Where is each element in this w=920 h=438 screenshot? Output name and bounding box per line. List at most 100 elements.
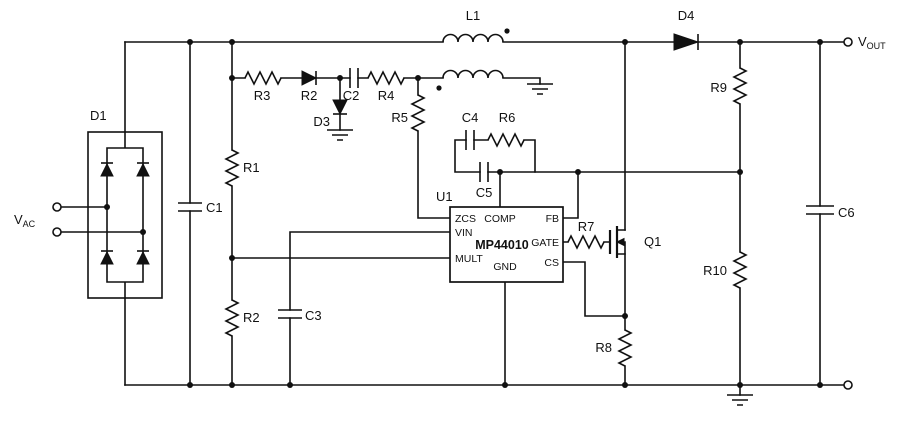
l1-primary-winding xyxy=(442,33,504,43)
junction-dot xyxy=(229,39,235,45)
pin-cs: CS xyxy=(544,257,559,269)
pin-zcs: ZCS xyxy=(455,213,476,225)
mosfet-q1: Q1 xyxy=(608,226,661,258)
pin-gate: GATE xyxy=(531,237,559,249)
resistor-r6 xyxy=(487,132,525,148)
pin-fb: FB xyxy=(546,213,559,225)
capacitor-c5 xyxy=(479,162,489,182)
label-r9: R9 xyxy=(710,80,727,95)
junction-dot xyxy=(575,169,581,175)
bridge-rectifier-d1: D1 xyxy=(87,108,163,299)
junction-dot xyxy=(415,75,421,81)
junction-dot xyxy=(140,229,146,235)
ic-part-number: MP44010 xyxy=(475,238,529,252)
junction-dot xyxy=(229,75,235,81)
junction-dot xyxy=(187,382,193,388)
junction-dot xyxy=(229,255,235,261)
label-r5: R5 xyxy=(391,110,408,125)
vout-terminal xyxy=(843,37,853,47)
capacitor-c1: C1 xyxy=(178,200,223,215)
junction-dot xyxy=(622,39,628,45)
label-vac: VAC xyxy=(14,212,36,229)
label-c6: C6 xyxy=(838,205,855,220)
capacitor-c3: C3 xyxy=(278,308,322,323)
fb-wire xyxy=(534,171,741,219)
compensation-network: C4 R6 C5 xyxy=(454,110,536,200)
junction-dot xyxy=(622,382,628,388)
resistor-r3: R3 xyxy=(244,70,282,103)
l1-phase-dot-aux xyxy=(436,85,442,91)
label-r4: R4 xyxy=(378,88,395,103)
capacitor-c6: C6 xyxy=(806,205,855,220)
vac-lead-wires xyxy=(60,206,144,233)
pin-vin: VIN xyxy=(455,227,473,239)
junction-dot xyxy=(497,169,503,175)
transformer-l1: L1 xyxy=(436,8,553,95)
resistor-r10: R10 xyxy=(703,251,748,289)
junction-dot xyxy=(817,39,823,45)
label-r7: R7 xyxy=(578,219,595,234)
junction-dot xyxy=(229,382,235,388)
capacitor-c2: C2 xyxy=(343,68,360,103)
resistor-r8: R8 xyxy=(595,329,633,367)
pin-comp: COMP xyxy=(484,213,516,225)
ground-symbol-d3 xyxy=(327,129,353,141)
junction-dot xyxy=(737,382,743,388)
junction-dot xyxy=(104,204,110,210)
vin-wire xyxy=(289,231,451,386)
junction-dot xyxy=(187,39,193,45)
diode-top-chain: R2 xyxy=(301,70,318,103)
bridge-outline xyxy=(87,131,163,299)
junction-dot xyxy=(622,313,628,319)
ic-u1: U1 MP44010 ZCS COMP VIN MULT GND FB GATE… xyxy=(436,189,564,283)
junction-dot xyxy=(502,382,508,388)
junction-dot xyxy=(737,39,743,45)
cs-wire xyxy=(562,261,626,317)
l1-aux-winding xyxy=(442,69,504,79)
label-r3: R3 xyxy=(254,88,271,103)
vout-output: VOUT xyxy=(843,34,886,390)
ic-body xyxy=(449,206,564,283)
resistor-r4: R4 xyxy=(367,70,405,103)
label-c4: C4 xyxy=(462,110,479,125)
label-q1: Q1 xyxy=(644,234,661,249)
capacitor-c4 xyxy=(465,130,475,150)
label-d1: D1 xyxy=(90,108,107,123)
ground-symbol-aux xyxy=(527,83,553,95)
resistor-r5: R5 xyxy=(391,94,426,132)
vac-terminal-bottom xyxy=(52,227,62,237)
label-c5: C5 xyxy=(476,185,493,200)
label-d3: D3 xyxy=(313,114,330,129)
vac-terminal-top xyxy=(52,202,62,212)
junction-dot xyxy=(817,382,823,388)
label-c2: C2 xyxy=(343,88,360,103)
resistor-r2-bottom: R2 xyxy=(224,299,260,337)
diode-d3: D3 xyxy=(313,77,353,141)
junction-dot xyxy=(287,382,293,388)
label-l1: L1 xyxy=(466,8,480,23)
label-r10: R10 xyxy=(703,263,727,278)
bridge-rails xyxy=(106,131,144,299)
diode-d4: D4 xyxy=(673,8,700,51)
label-u1: U1 xyxy=(436,189,453,204)
label-r8: R8 xyxy=(595,340,612,355)
l1-phase-dot-primary xyxy=(504,28,510,34)
label-r2-top: R2 xyxy=(301,88,318,103)
bridge-diode xyxy=(100,162,150,265)
junction-dot xyxy=(737,169,743,175)
junction-dot xyxy=(337,75,343,81)
q1-body-arrow xyxy=(615,237,625,247)
ground-symbol-main xyxy=(727,394,753,406)
vac-input: VAC xyxy=(14,202,62,237)
label-c1: C1 xyxy=(206,200,223,215)
label-vout: VOUT xyxy=(858,34,886,51)
resistor-r1: R1 xyxy=(224,149,260,187)
label-c3: C3 xyxy=(305,308,322,323)
resistor-r7: R7 xyxy=(567,219,605,250)
return-terminal xyxy=(843,380,853,390)
label-r1: R1 xyxy=(243,160,260,175)
resistor-r9: R9 xyxy=(710,67,748,105)
aux-gnd-wire xyxy=(502,77,541,85)
